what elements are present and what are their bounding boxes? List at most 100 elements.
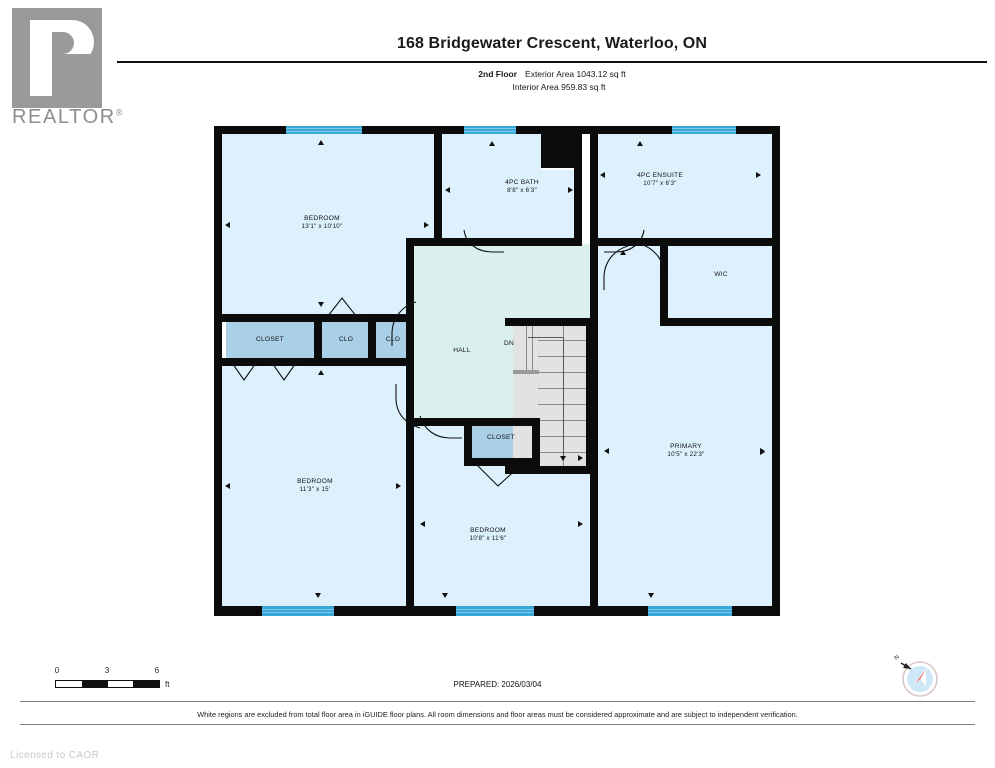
- label-bedroom-south: BEDROOM 10'8" x 11'6": [444, 527, 532, 544]
- arrow-primary-top: [620, 250, 626, 255]
- realtor-logo-text: REALTOR: [12, 106, 116, 128]
- wall-hall-left: [406, 238, 414, 426]
- exterior-area: Exterior Area 1043.12 sq ft: [525, 69, 626, 79]
- arrow-ensuite-left: [600, 172, 605, 178]
- arrow-primary-right-2: [760, 449, 765, 455]
- stair-rail-2: [532, 322, 533, 374]
- door-closet-northwest-a: [228, 358, 262, 388]
- room-clo-1: [322, 320, 370, 360]
- arrow-bath-top: [489, 141, 495, 146]
- label-clo-2-name: CLO: [385, 336, 401, 343]
- label-stairs-dn-text: DN: [503, 340, 515, 347]
- label-ensuite-dim: 10'7" x 6'3": [643, 180, 677, 188]
- stair-direction-line-v: [563, 337, 564, 457]
- window-bottom-2: [456, 606, 534, 616]
- page-title: 168 Bridgewater Crescent, Waterloo, ON: [397, 35, 707, 52]
- title-divider: [117, 61, 987, 63]
- label-closet-middle-name: CLOSET: [487, 434, 515, 441]
- arrow-ensuite-right: [756, 172, 761, 178]
- arrow-bedroom-sw-right: [396, 483, 401, 489]
- realtor-logo-leg: [52, 54, 96, 96]
- arrow-bedroom-sw-left: [225, 483, 230, 489]
- wall-ensuite-left: [590, 126, 598, 246]
- room-primary: [598, 244, 776, 610]
- window-top-3: [672, 126, 736, 134]
- arrow-bedroom-south-right: [578, 521, 583, 527]
- arrow-bedroom-south-left: [420, 521, 425, 527]
- label-bedroom-south-dim: 10'8" x 11'6": [469, 535, 507, 543]
- realtor-logo-bowl-inner: [52, 32, 74, 54]
- wall-bath-left: [434, 126, 442, 246]
- label-hall: HALL: [440, 347, 484, 355]
- scale-tick-6: 6: [154, 666, 160, 675]
- wall-closet-div-1: [314, 314, 322, 366]
- scale-tick-3: 3: [104, 666, 110, 675]
- door-closet-northwest-b: [268, 358, 302, 388]
- staircase: [513, 322, 589, 470]
- arrow-bedroom-south-bottom: [442, 593, 448, 598]
- room-bedroom-southwest: [218, 366, 410, 610]
- window-bottom-3: [648, 606, 732, 616]
- door-hall-to-bedroom-south: [418, 414, 464, 442]
- wall-wic-bottom: [660, 318, 780, 326]
- label-ensuite-name: 4PC ENSUITE: [637, 172, 683, 179]
- window-top-1: [286, 126, 362, 134]
- label-clo-1: CLO: [326, 336, 366, 344]
- label-bath-dim: 8'8" x 6'3": [507, 187, 537, 195]
- arrow-bedroom-nw-top: [318, 140, 324, 145]
- room-closet-northwest: [226, 320, 314, 360]
- disclaimer-text: White regions are excluded from total fl…: [197, 710, 798, 719]
- window-bottom-1: [262, 606, 334, 616]
- wall-exterior-right: [772, 126, 780, 616]
- wall-closet-mid-left: [464, 418, 472, 466]
- wall-hall-right: [590, 238, 598, 616]
- disclaimer-divider-bottom: [20, 724, 975, 725]
- stair-landing-edge: [513, 370, 539, 374]
- wall-closet-div-2: [368, 314, 376, 366]
- label-ensuite: 4PC ENSUITE 10'7" x 6'3": [610, 172, 710, 189]
- door-bedroom-sw-to-hall: [394, 382, 422, 430]
- wall-stair-top: [505, 318, 593, 326]
- door-wic: [600, 244, 630, 292]
- stair-rail-1: [526, 322, 527, 374]
- label-closet-middle: CLOSET: [472, 434, 530, 442]
- page-header: REALTOR® 168 Bridgewater Crescent, Water…: [0, 0, 995, 128]
- label-closet-northwest: CLOSET: [238, 336, 302, 344]
- arrow-bath-right: [568, 187, 573, 193]
- label-stairs-dn: DN: [497, 340, 521, 348]
- realtor-logo: REALTOR®: [12, 8, 122, 128]
- wall-stair-bottom: [505, 466, 593, 474]
- scale-tick-0: 0: [54, 666, 60, 675]
- label-bedroom-southwest-dim: 11'3" x 15': [299, 486, 331, 494]
- wall-ensuite-bottom: [590, 238, 780, 246]
- door-primary: [638, 242, 668, 286]
- arrow-bedroom-nw-left: [225, 222, 230, 228]
- scale-unit: ft: [165, 680, 170, 689]
- registered-mark: ®: [115, 107, 125, 118]
- door-bath: [462, 228, 506, 254]
- label-primary-dim: 10'5" x 22'3": [667, 451, 705, 459]
- wall-bedroom-south-left: [406, 418, 414, 614]
- arrow-bedroom-sw-bottom: [315, 593, 321, 598]
- label-bath: 4PC BATH 8'8" x 6'3": [474, 179, 570, 196]
- label-bedroom-northwest-name: BEDROOM: [304, 215, 340, 222]
- licensed-text: Licensed to CAOR: [10, 750, 100, 761]
- label-closet-northwest-name: CLOSET: [256, 336, 284, 343]
- stair-direction-line-h: [528, 337, 564, 338]
- window-top-2: [464, 126, 516, 134]
- label-wic: WIC: [686, 271, 756, 279]
- prepared-date: PREPARED: 2026/03/04: [453, 680, 542, 689]
- wall-exterior-left: [214, 126, 222, 616]
- wall-closet-mid-bottom: [464, 458, 540, 466]
- floor-summary-row-2: Interior Area 959.83 sq ft: [131, 81, 987, 94]
- scale-bar-graphic: [55, 680, 160, 688]
- label-bedroom-northwest: BEDROOM 13'1" x 10'10": [276, 215, 368, 232]
- label-bedroom-southwest-name: BEDROOM: [297, 478, 333, 485]
- door-bedroom-nw-to-hall: [390, 300, 418, 348]
- room-bedroom-northwest: [218, 130, 434, 320]
- label-primary-name: PRIMARY: [670, 443, 702, 450]
- label-bedroom-southwest: BEDROOM 11'3" x 15': [272, 478, 358, 495]
